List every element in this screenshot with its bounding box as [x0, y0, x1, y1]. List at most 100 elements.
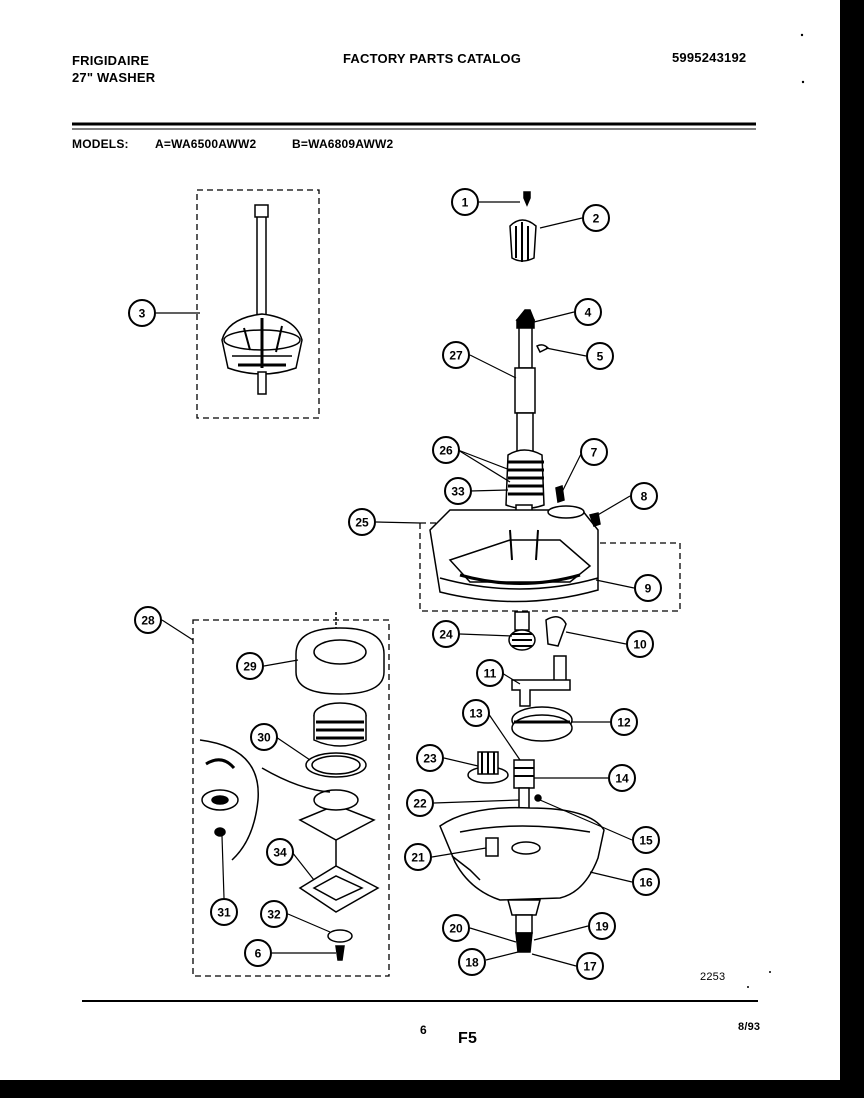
callout-circle	[634, 574, 662, 602]
callout-circle	[404, 843, 432, 871]
callout-label: 14	[615, 772, 629, 786]
callout-label: 30	[257, 731, 271, 745]
models-label: MODELS:	[72, 137, 129, 151]
callout-12: 12	[610, 708, 638, 736]
callout-18: 18	[458, 948, 486, 976]
leader-lines	[156, 201, 635, 967]
callout-14: 14	[608, 764, 636, 792]
callout-1: 1	[451, 188, 479, 216]
callout-circle	[210, 898, 238, 926]
callout-circle	[442, 914, 470, 942]
callout-circle	[432, 436, 460, 464]
callout-label: 29	[243, 660, 257, 674]
callout-29: 29	[236, 652, 264, 680]
callout-2: 2	[582, 204, 610, 232]
callout-label: 21	[411, 851, 425, 865]
callout-label: 22	[413, 797, 427, 811]
callout-label: 32	[267, 908, 281, 922]
callout-label: 26	[439, 444, 453, 458]
screw-and-cap-parts	[509, 191, 537, 262]
callout-label: 28	[141, 614, 155, 628]
callout-11: 11	[476, 659, 504, 687]
callout-16: 16	[632, 868, 660, 896]
callout-circle	[236, 652, 264, 680]
housing-top-part	[429, 485, 601, 603]
callout-circle	[610, 708, 638, 736]
callout-label: 33	[451, 485, 465, 499]
model-a: A=WA6500AWW2	[155, 137, 257, 151]
callout-21: 21	[404, 843, 432, 871]
callout-24: 24	[432, 620, 460, 648]
callout-13: 13	[462, 699, 490, 727]
callout-circle	[432, 620, 460, 648]
header-rules	[72, 122, 758, 1002]
callout-label: 24	[439, 628, 453, 642]
transmission-assembly-part	[221, 204, 303, 395]
revision-date: 8/93	[738, 1021, 761, 1033]
callout-circle	[134, 606, 162, 634]
callout-label: 13	[469, 707, 483, 721]
callout-label: 6	[255, 947, 262, 961]
scan-specks	[747, 33, 805, 988]
callout-circle	[476, 659, 504, 687]
callout-19: 19	[588, 912, 616, 940]
callout-34: 34	[266, 838, 294, 866]
callout-circle	[442, 341, 470, 369]
section-code: F5	[458, 1030, 478, 1047]
diagram-reference-code: 2253	[700, 971, 726, 983]
callout-15: 15	[632, 826, 660, 854]
callout-circle	[608, 764, 636, 792]
callout-label: 15	[639, 834, 653, 848]
callout-circle	[416, 744, 444, 772]
callout-label: 19	[595, 920, 609, 934]
callout-20: 20	[442, 914, 470, 942]
callout-circle	[626, 630, 654, 658]
callout-27: 27	[442, 341, 470, 369]
catalog-page	[0, 0, 840, 1080]
callout-label: 16	[639, 876, 653, 890]
brand-name: FRIGIDAIRE	[72, 53, 150, 68]
callout-circle	[444, 477, 472, 505]
callout-circle	[576, 952, 604, 980]
housing-bottom-part	[439, 806, 605, 953]
seal-kit-parts	[199, 612, 385, 961]
callout-28: 28	[134, 606, 162, 634]
product-name: 27" WASHER	[72, 70, 156, 85]
callout-label: 4	[585, 306, 592, 320]
callout-label: 7	[591, 446, 598, 460]
callout-circle	[406, 789, 434, 817]
callout-circle	[582, 204, 610, 232]
callout-label: 31	[217, 906, 231, 920]
callout-label: 12	[617, 716, 631, 730]
callout-label: 34	[273, 846, 287, 860]
callout-10: 10	[626, 630, 654, 658]
main-shaft-part	[505, 309, 550, 536]
callout-7: 7	[580, 438, 608, 466]
callout-label: 2	[593, 212, 600, 226]
model-b: B=WA6809AWW2	[292, 137, 394, 151]
callout-circle	[632, 868, 660, 896]
catalog-part-number: 5995243192	[672, 50, 747, 65]
callout-circle	[462, 699, 490, 727]
callout-circle	[630, 482, 658, 510]
callout-25: 25	[348, 508, 376, 536]
callout-circle	[451, 188, 479, 216]
callout-33: 33	[444, 477, 472, 505]
gear-and-linkage-parts	[467, 611, 573, 834]
callout-label: 5	[597, 350, 604, 364]
callout-label: 17	[583, 960, 597, 974]
callout-23: 23	[416, 744, 444, 772]
callout-circle	[244, 939, 272, 967]
callout-circle	[266, 838, 294, 866]
callout-3: 3	[128, 299, 156, 327]
callout-8: 8	[630, 482, 658, 510]
callout-4: 4	[574, 298, 602, 326]
callout-label: 8	[641, 490, 648, 504]
callout-circle	[458, 948, 486, 976]
callout-17: 17	[576, 952, 604, 980]
catalog-title: FACTORY PARTS CATALOG	[343, 51, 522, 66]
callout-circle	[250, 723, 278, 751]
callout-label: 3	[139, 307, 146, 321]
